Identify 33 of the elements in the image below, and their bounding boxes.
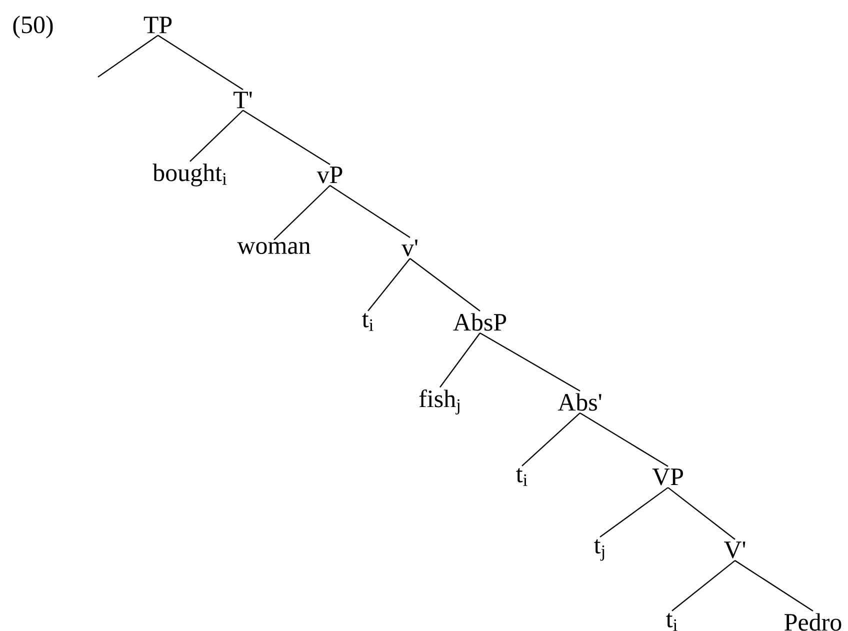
tree-label: vP [316,166,342,184]
tree-label: fish$_{j}$ [419,389,460,415]
tree-label: Abs' [558,393,602,411]
tree-branch [330,185,410,238]
tree-label: t$_{i}$ [666,613,678,631]
tree-label: t$_{i}$ [362,313,374,331]
tree-label: t$_{j}$ [594,539,604,561]
tree-label: V' [724,542,746,558]
tree-label: woman [237,242,310,254]
tree-label: v' [402,240,418,256]
tree-label: VP [652,468,683,486]
tree-branch [158,34,244,90]
tree-branch [600,487,668,538]
tree-branch [190,110,244,162]
tree-label: bought$_{i}$ [152,164,227,186]
tree-branch [98,34,158,78]
tree-label: t$_{i}$ [516,468,528,486]
tree-label: T' [234,92,252,108]
tree-branch [242,110,330,165]
tree-branch [672,560,736,612]
tree-branch [580,412,668,467]
tree-branch [410,258,480,312]
tree-label: TP [144,16,172,34]
tree-branch [274,185,330,240]
tree-branch [668,487,736,540]
tree-branch [734,560,814,612]
tree-branch [368,258,410,312]
tree-label: AbsP [453,313,506,331]
tree-branch [440,332,480,388]
tree-branch [522,412,580,466]
example-number: (50) [13,16,53,38]
tree-branch [480,332,580,392]
tree-label: Pedro [784,613,842,631]
